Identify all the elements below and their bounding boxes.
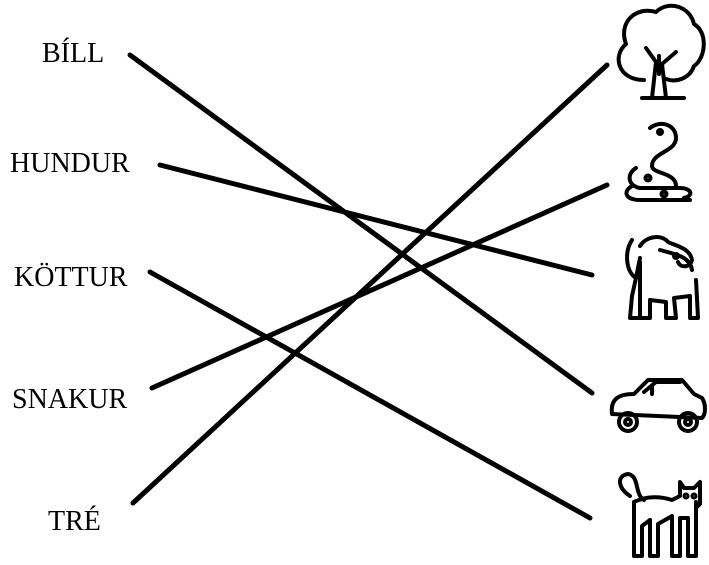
line-tre-tree bbox=[130, 62, 610, 506]
word-hundur: HUNDUR bbox=[10, 148, 130, 179]
line-snakur-snake bbox=[149, 182, 610, 391]
word-bill: BÍLL bbox=[42, 38, 105, 69]
word-snakur: SNAKUR bbox=[12, 384, 128, 415]
line-bill-car bbox=[127, 52, 595, 396]
line-kottur-cat bbox=[147, 269, 593, 521]
word-tre: TRÉ bbox=[48, 506, 101, 537]
line-hundur-dog bbox=[157, 162, 595, 278]
word-kottur: KÖTTUR bbox=[14, 262, 128, 293]
